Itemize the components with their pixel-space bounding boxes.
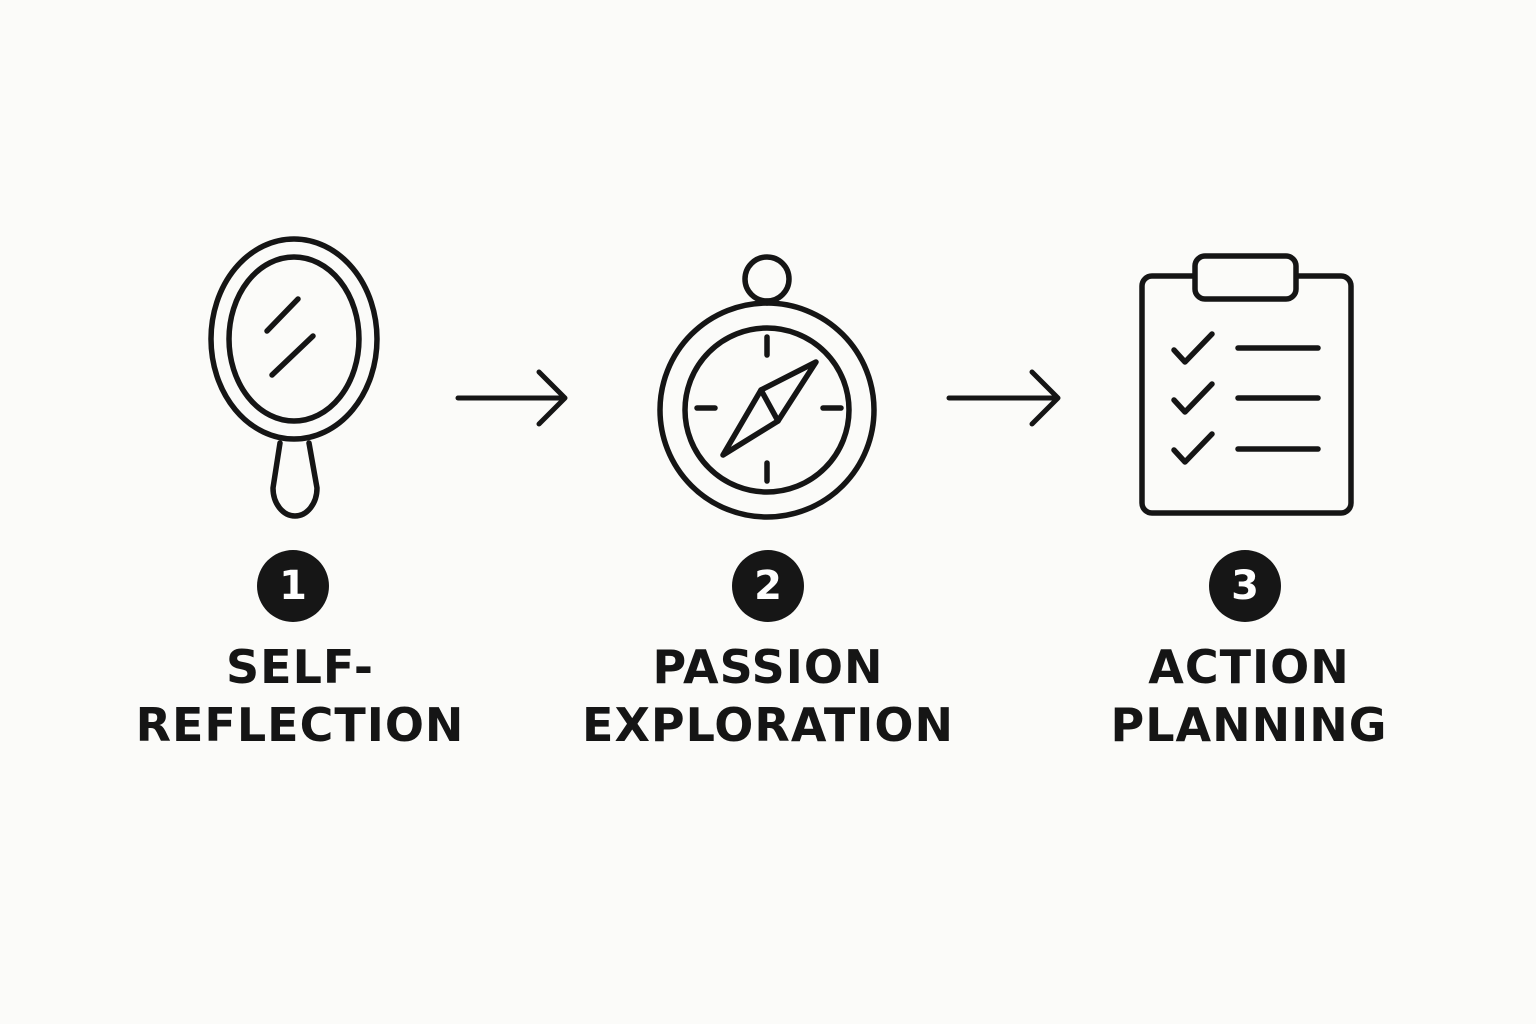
step-number-badge: 3 <box>1209 550 1281 622</box>
step-label: PASSION EXPLORATION <box>558 638 978 754</box>
arrow-right-icon <box>455 369 568 427</box>
arrow-right-icon <box>946 369 1061 427</box>
step-number-badge: 1 <box>257 550 329 622</box>
step-number-badge: 2 <box>732 550 804 622</box>
step-label-line: ACTION <box>1148 640 1350 694</box>
step-label-line: SELF- <box>226 640 374 694</box>
step-label: ACTION PLANNING <box>1039 638 1459 754</box>
compass-icon <box>657 254 877 520</box>
step-label-line: EXPLORATION <box>582 698 954 752</box>
step-label-line: PLANNING <box>1110 698 1388 752</box>
step-label-line: PASSION <box>652 640 884 694</box>
clipboard-checklist-icon <box>1139 253 1354 516</box>
step-label-line: REFLECTION <box>135 698 465 752</box>
hand-mirror-icon <box>208 236 380 519</box>
step-label: SELF- REFLECTION <box>90 638 510 754</box>
